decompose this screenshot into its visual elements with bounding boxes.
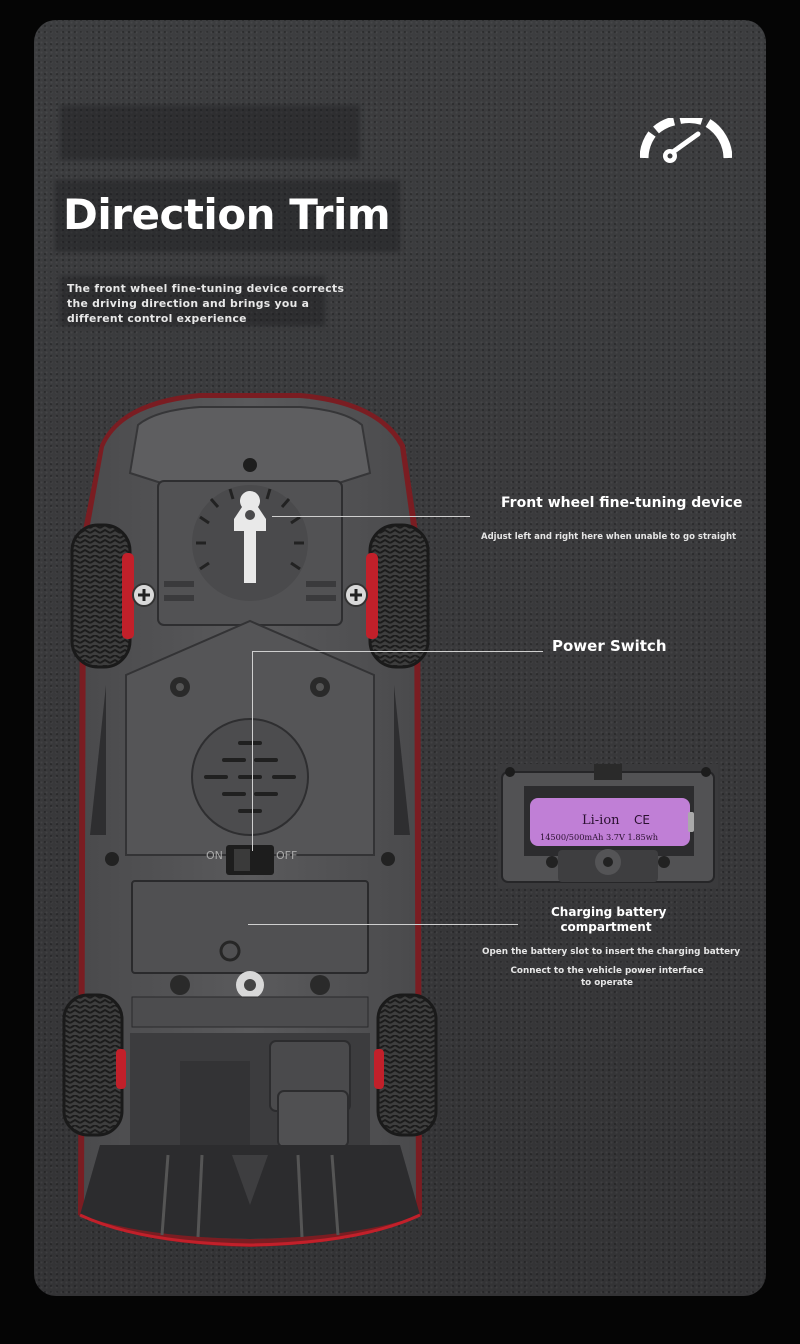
speedometer-icon (640, 118, 732, 163)
power-switch-callout-title: Power Switch (552, 637, 667, 655)
battery-callout-line (248, 924, 518, 925)
battery-callout-desc: Open the battery slot to insert the char… (482, 947, 741, 957)
subtitle-line: The front wheel fine-tuning device corre… (67, 282, 345, 295)
battery-callout-title-line: Charging battery (551, 905, 667, 919)
car-underside-illustration: ON OFF (62, 393, 438, 1247)
page-subtitle: The front wheel fine-tuning device corre… (67, 281, 347, 326)
battery-callout-desc: to operate (580, 978, 634, 988)
battery-callout-title-line: compartment (560, 920, 652, 934)
front-wheel-callout-line (272, 516, 470, 517)
decor-bar (60, 105, 360, 160)
battery-callout-title: Charging battery compartment (551, 905, 667, 935)
front-wheel-callout-desc: Adjust left and right here when unable t… (481, 532, 737, 542)
decor-bar (60, 276, 325, 326)
battery-compartment-image: Li-ion CE 14500/500mAh 3.7V 1.85wh (498, 764, 718, 888)
front-wheel-callout-title: Front wheel fine-tuning device (501, 495, 743, 511)
page-title: Direction Trim (63, 190, 391, 239)
battery-callout-desc: Connect to the vehicle power interface (510, 966, 704, 976)
switch-on-label: ON (206, 849, 223, 862)
subtitle-line: the driving direction and brings you a (67, 297, 310, 310)
power-switch-callout-line (252, 651, 543, 652)
battery-type-label: Li-ion (582, 813, 620, 828)
decor-bar (55, 180, 400, 252)
power-switch-callout-line (252, 651, 253, 851)
subtitle-line: different control experience (67, 312, 247, 325)
battery-spec-label: 14500/500mAh 3.7V 1.85wh (540, 832, 659, 842)
battery-cert-label: CE (634, 813, 650, 827)
switch-off-label: OFF (276, 849, 297, 862)
